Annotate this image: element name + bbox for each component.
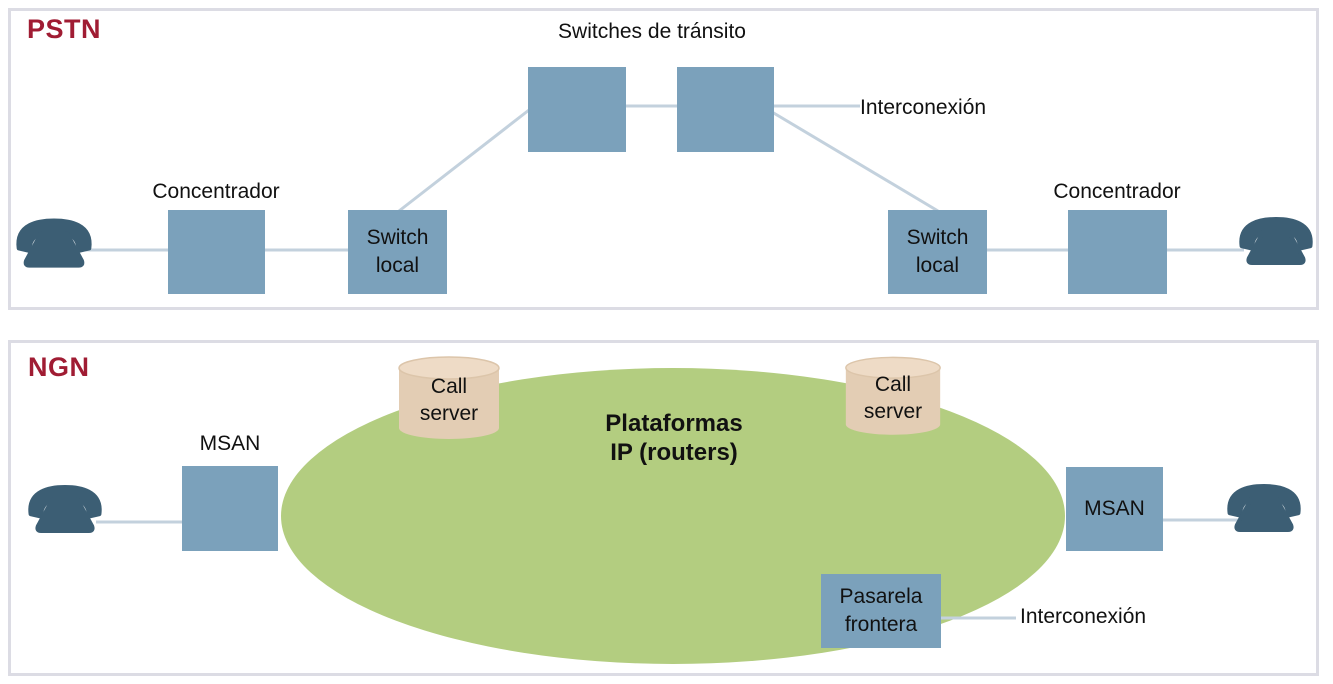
msan-right-box: MSAN: [1066, 467, 1163, 551]
concentrator-right-label: Concentrador: [1053, 180, 1181, 203]
pstn-interconnection-label: Interconexión: [860, 96, 987, 119]
switch-local-right-label-line1: Switch: [906, 226, 969, 249]
ip-platform-label-line2: IP (routers): [610, 439, 738, 466]
switch-local-right-box: Switch local: [888, 210, 987, 294]
telephone-icon: [1236, 210, 1316, 273]
ngn-interconnection-label: Interconexión: [1020, 605, 1147, 628]
transit-switch-left-box: [528, 67, 626, 152]
ip-platform-label-line1: Plataformas: [605, 410, 743, 437]
msan-left-box: [182, 466, 278, 551]
border-gateway-box: Pasarela frontera: [821, 574, 941, 648]
call-server-left: Call server: [396, 355, 502, 448]
database-cylinder-icon: [845, 356, 941, 435]
pstn-title: PSTN: [27, 14, 102, 44]
msan-left-label: MSAN: [199, 432, 261, 455]
concentrator-left-label: Concentrador: [152, 180, 280, 203]
switch-local-left-label-line1: Switch: [366, 226, 429, 249]
call-server-left-label-line2: server: [419, 402, 479, 425]
switch-local-right-label-line2: local: [915, 254, 960, 277]
transit-switches-label: Switches de tránsito: [558, 20, 746, 43]
call-server-right: Call server: [843, 353, 943, 446]
call-server-left-label: Call server: [396, 373, 502, 427]
telephone-icon: [13, 212, 95, 275]
call-server-right-label-line2: server: [863, 400, 923, 423]
border-gateway-label-line1: Pasarela: [839, 585, 923, 608]
concentrator-right-box: [1068, 210, 1167, 294]
ip-platform-label: Plataformas IP (routers): [474, 409, 874, 467]
call-server-left-label-line1: Call: [430, 375, 468, 398]
telephone-icon: [25, 479, 105, 540]
ngn-title: NGN: [28, 352, 90, 382]
switch-local-left-box: Switch local: [348, 210, 447, 294]
border-gateway-label-line2: frontera: [844, 613, 918, 636]
call-server-right-label-line1: Call: [874, 373, 912, 396]
concentrator-left-box: [168, 210, 265, 294]
telephone-icon: [1224, 478, 1304, 539]
database-cylinder-icon: [398, 356, 500, 439]
call-server-right-label: Call server: [843, 371, 943, 425]
msan-right-label: MSAN: [1084, 497, 1145, 520]
switch-local-left-label-line2: local: [375, 254, 420, 277]
transit-switch-right-box: [677, 67, 774, 152]
